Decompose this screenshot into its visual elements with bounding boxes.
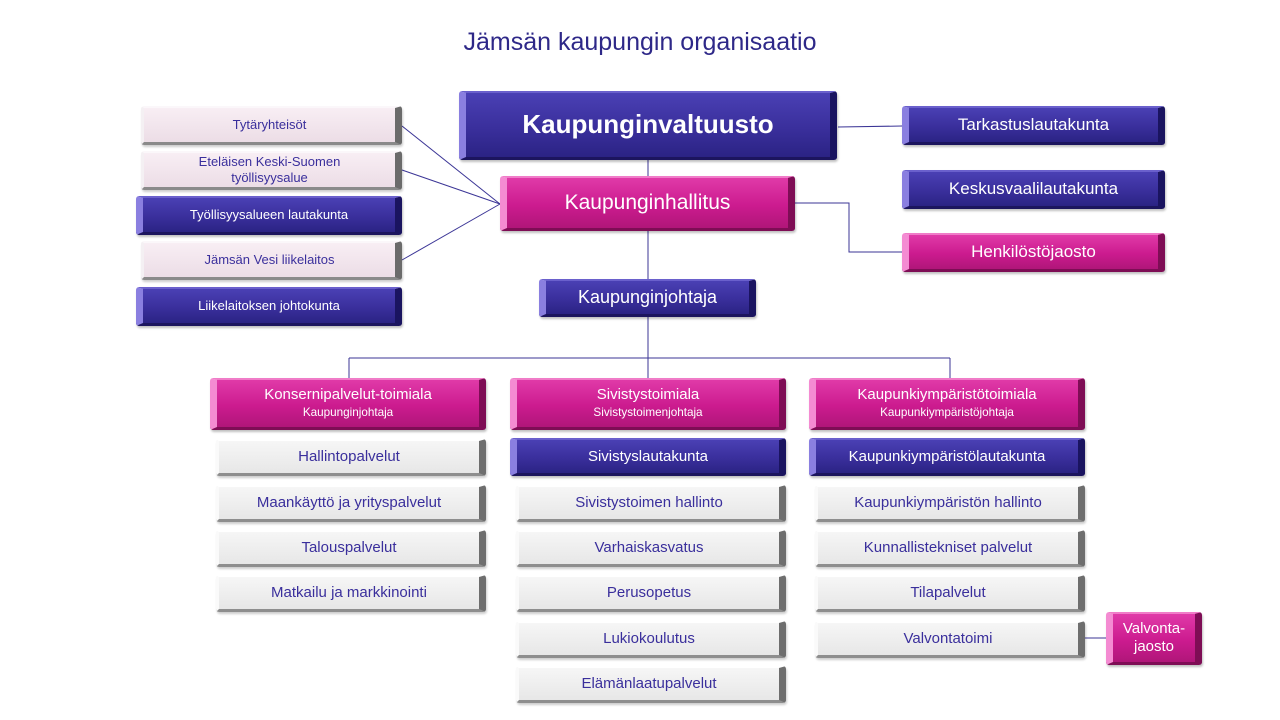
connector-council-tarkastus bbox=[837, 125, 903, 128]
unit-label: Matkailu ja markkinointi bbox=[271, 584, 427, 601]
unit-box: Perusopetus bbox=[516, 575, 786, 612]
henkilostojaosto-box: Henkilöstöjaosto bbox=[902, 233, 1165, 272]
unit-label: Tilapalvelut bbox=[910, 584, 986, 601]
unit-box: Matkailu ja markkinointi bbox=[216, 575, 486, 612]
unit-box: Hallintopalvelut bbox=[216, 439, 486, 476]
unit-box: Kunnallistekniset palvelut bbox=[815, 530, 1085, 567]
henkilostojaosto-label: Henkilöstöjaosto bbox=[971, 241, 1096, 261]
connector-tytaryhteisot bbox=[401, 125, 501, 205]
board-label: Kaupunginhallitus bbox=[564, 191, 731, 215]
valvontajaosto-line2: jaosto bbox=[1133, 638, 1175, 655]
division-head: Sivistystoimenjohtaja bbox=[593, 406, 703, 420]
keskusvaalilautakunta-label: Keskusvaalilautakunta bbox=[948, 178, 1119, 198]
division-head: Kaupunkiympäristöjohtaja bbox=[880, 406, 1014, 420]
unit-box: Maankäyttö ja yrityspalvelut bbox=[216, 485, 486, 522]
jamsan-vesi-label: Jämsän Vesi liikelaitos bbox=[204, 252, 335, 268]
division-name: Konsernipalvelut-toimiala bbox=[264, 386, 432, 404]
board-box: Kaupunginhallitus bbox=[500, 176, 795, 231]
unit-box: Sivistystoimen hallinto bbox=[516, 485, 786, 522]
kaupunkiymparistolautakunta-label: Kaupunkiympäristölautakunta bbox=[848, 447, 1046, 465]
mayor-box: Kaupunginjohtaja bbox=[539, 279, 756, 317]
council-label: Kaupunginvaltuusto bbox=[522, 109, 774, 140]
council-box: Kaupunginvaltuusto bbox=[459, 91, 837, 160]
unit-label: Hallintopalvelut bbox=[298, 448, 400, 465]
sivistyslautakunta-box: Sivistyslautakunta bbox=[510, 438, 786, 476]
connector-etelaisen bbox=[401, 169, 501, 205]
unit-label: Perusopetus bbox=[606, 584, 692, 601]
tarkastuslautakunta-label: Tarkastuslautakunta bbox=[957, 114, 1110, 134]
kaupunkiymparistolautakunta-box: Kaupunkiympäristölautakunta bbox=[809, 438, 1085, 476]
page-title: Jämsän kaupungin organisaatio bbox=[463, 28, 817, 56]
unit-box: Varhaiskasvatus bbox=[516, 530, 786, 567]
connector-board-henkilosto bbox=[795, 202, 902, 253]
division-name: Kaupunkiympäristötoimiala bbox=[857, 386, 1037, 404]
unit-label: Valvontatoimi bbox=[903, 630, 993, 647]
unit-label: Kaupunkiympäristön hallinto bbox=[854, 494, 1042, 511]
unit-label: Maankäyttö ja yrityspalvelut bbox=[256, 494, 442, 511]
unit-box: Elämänlaatupalvelut bbox=[516, 666, 786, 703]
valvontajaosto-line1: Valvonta- bbox=[1122, 620, 1186, 637]
tytaryhteisot-label: Tytäryhteisöt bbox=[232, 117, 307, 133]
unit-label: Sivistystoimen hallinto bbox=[575, 494, 723, 511]
tytaryhteisot-box: Tytäryhteisöt bbox=[141, 106, 402, 145]
sivistyslautakunta-label: Sivistyslautakunta bbox=[587, 447, 709, 465]
division-konsernipalvelut: Konsernipalvelut-toimiala Kaupunginjohta… bbox=[210, 378, 486, 430]
tyollisyysalueen-lautakunta-box: Työllisyysalueen lautakunta bbox=[136, 196, 402, 235]
unit-label: Elämänlaatupalvelut bbox=[581, 675, 717, 692]
unit-box: Lukiokoulutus bbox=[516, 621, 786, 658]
jamsan-vesi-box: Jämsän Vesi liikelaitos bbox=[141, 241, 402, 280]
division-name: Sivistystoimiala bbox=[596, 386, 700, 404]
etelaisen-line2: työllisyysalue bbox=[231, 170, 308, 185]
unit-label: Lukiokoulutus bbox=[603, 630, 695, 647]
unit-box: Valvontatoimi bbox=[815, 621, 1085, 658]
unit-box: Kaupunkiympäristön hallinto bbox=[815, 485, 1085, 522]
tyollisyysalueen-lautakunta-label: Työllisyysalueen lautakunta bbox=[189, 207, 349, 223]
unit-label: Talouspalvelut bbox=[301, 539, 397, 556]
division-sivistystoimiala: Sivistystoimiala Sivistystoimenjohtaja bbox=[510, 378, 786, 430]
etelaisen-line1: Eteläisen Keski-Suomen bbox=[198, 154, 341, 170]
unit-label: Kunnallistekniset palvelut bbox=[863, 539, 1033, 556]
keskusvaalilautakunta-box: Keskusvaalilautakunta bbox=[902, 170, 1165, 209]
unit-label: Varhaiskasvatus bbox=[594, 539, 704, 556]
division-kaupunkiymparisto: Kaupunkiympäristötoimiala Kaupunkiympäri… bbox=[809, 378, 1085, 430]
etelaisen-tyollisyysalue-box: Eteläisen Keski-Suomen työllisyysalue bbox=[141, 151, 402, 190]
valvontajaosto-box: Valvonta- jaosto bbox=[1106, 612, 1202, 665]
unit-box: Talouspalvelut bbox=[216, 530, 486, 567]
division-head: Kaupunginjohtaja bbox=[302, 406, 394, 420]
connector-vesi bbox=[401, 203, 501, 261]
liikelaitoksen-johtokunta-box: Liikelaitoksen johtokunta bbox=[136, 287, 402, 326]
tarkastuslautakunta-box: Tarkastuslautakunta bbox=[902, 106, 1165, 145]
unit-box: Tilapalvelut bbox=[815, 575, 1085, 612]
mayor-label: Kaupunginjohtaja bbox=[577, 286, 718, 307]
liikelaitoksen-johtokunta-label: Liikelaitoksen johtokunta bbox=[198, 298, 340, 314]
